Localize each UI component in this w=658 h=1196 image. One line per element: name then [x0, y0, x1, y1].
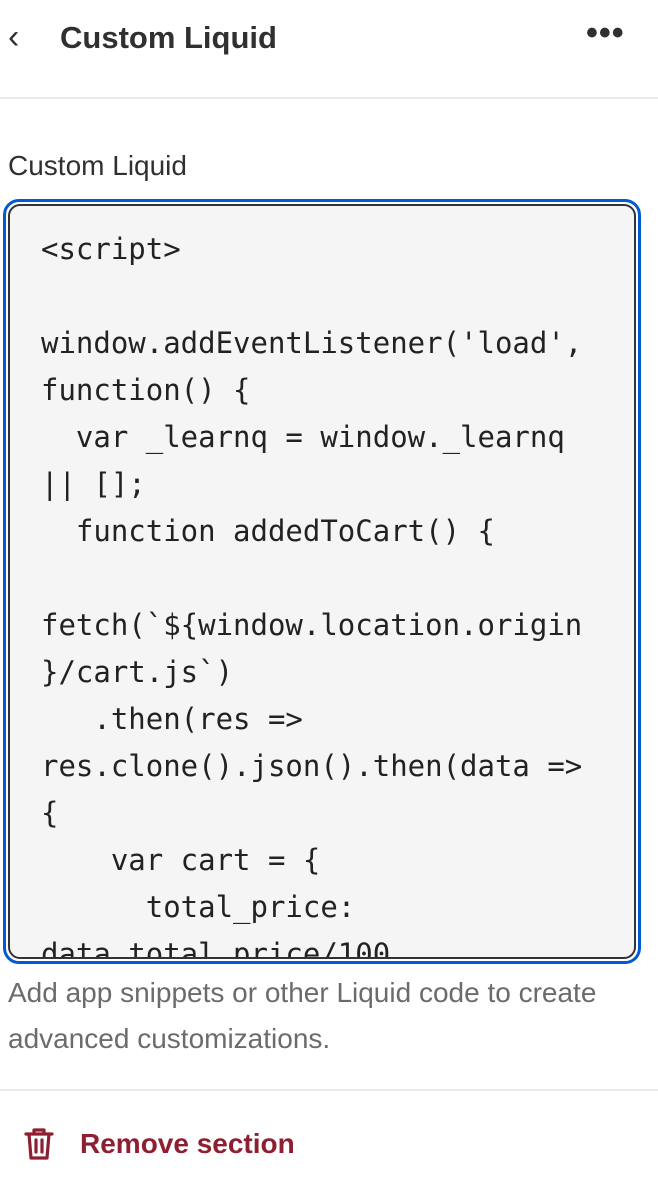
code-line: <script>	[41, 232, 181, 266]
code-line: res.clone().json().then(data =>	[41, 749, 583, 783]
code-line: data.total_price/100,	[41, 937, 408, 959]
code-line	[41, 555, 634, 602]
code-line: function addedToCart() {	[41, 514, 495, 548]
code-line	[41, 273, 634, 320]
code-line: .then(res =>	[41, 702, 303, 736]
code-line: }/cart.js`)	[41, 655, 234, 689]
code-line: window.addEventListener('load',	[41, 326, 583, 360]
code-textarea[interactable]: <script> window.addEventListener('load',…	[8, 204, 636, 959]
trash-icon	[24, 1128, 54, 1160]
code-line: || [];	[41, 467, 146, 501]
code-content[interactable]: <script> window.addEventListener('load',…	[10, 206, 634, 959]
code-line: function() {	[41, 373, 251, 407]
divider	[0, 1089, 658, 1091]
remove-section-button[interactable]: Remove section	[24, 1126, 295, 1162]
code-line: var _learnq = window._learnq	[41, 420, 565, 454]
header: ‹ Custom Liquid •••	[0, 0, 658, 99]
code-line: var cart = {	[41, 843, 321, 877]
more-actions-button[interactable]: •••	[586, 14, 625, 53]
ellipsis-icon: •••	[586, 14, 625, 52]
back-button[interactable]: ‹	[8, 18, 19, 57]
page-title: Custom Liquid	[60, 20, 277, 55]
custom-liquid-field[interactable]: <script> window.addEventListener('load',…	[3, 199, 641, 964]
remove-section-label: Remove section	[80, 1128, 295, 1159]
code-line: total_price:	[41, 890, 356, 924]
code-line: {	[41, 796, 59, 830]
help-text: Add app snippets or other Liquid code to…	[8, 977, 597, 1054]
chevron-left-icon: ‹	[8, 18, 20, 56]
field-label: Custom Liquid	[8, 150, 187, 181]
code-line: fetch(`${window.location.origin	[41, 608, 583, 642]
